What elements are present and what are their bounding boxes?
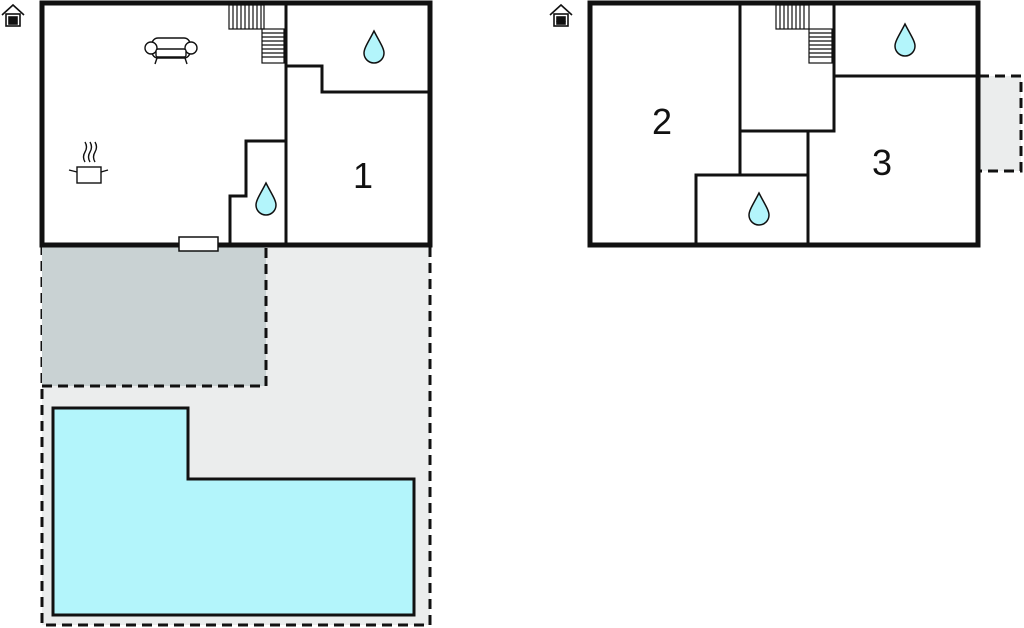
- room-label-bedroom-2: 2: [652, 101, 672, 142]
- swimming-pool: [51, 406, 416, 617]
- first-floor-interior-walls: [694, 3, 978, 245]
- cooking-pot-icon: [68, 141, 109, 184]
- room-label-bedroom-1: 1: [353, 155, 373, 196]
- covered-terrace: [42, 245, 266, 386]
- ground-floor: 1: [1, 0, 433, 627]
- water-drop-icon: [748, 191, 770, 226]
- ground-floor-outline: [39, 0, 433, 248]
- balcony: [979, 76, 1021, 171]
- water-drop-icon: [894, 22, 916, 57]
- house-level-1-icon: [549, 3, 573, 27]
- first-floor-stairs-icon: [775, 4, 833, 64]
- ground-floor-stairs-icon: [228, 4, 285, 64]
- room-label-bedroom-3: 3: [872, 142, 892, 183]
- covered-terrace-boundary: [42, 245, 268, 388]
- first-floor: 2 3: [549, 0, 1023, 248]
- water-drop-icon: [255, 181, 277, 216]
- first-floor-outline: [587, 0, 981, 248]
- entrance-door: [178, 236, 219, 252]
- house-level-0-icon: [1, 3, 25, 27]
- balcony-boundary: [979, 74, 1023, 173]
- water-drop-icon: [363, 29, 385, 64]
- ground-floor-interior-walls: [228, 3, 430, 245]
- sofa-icon: [144, 37, 198, 65]
